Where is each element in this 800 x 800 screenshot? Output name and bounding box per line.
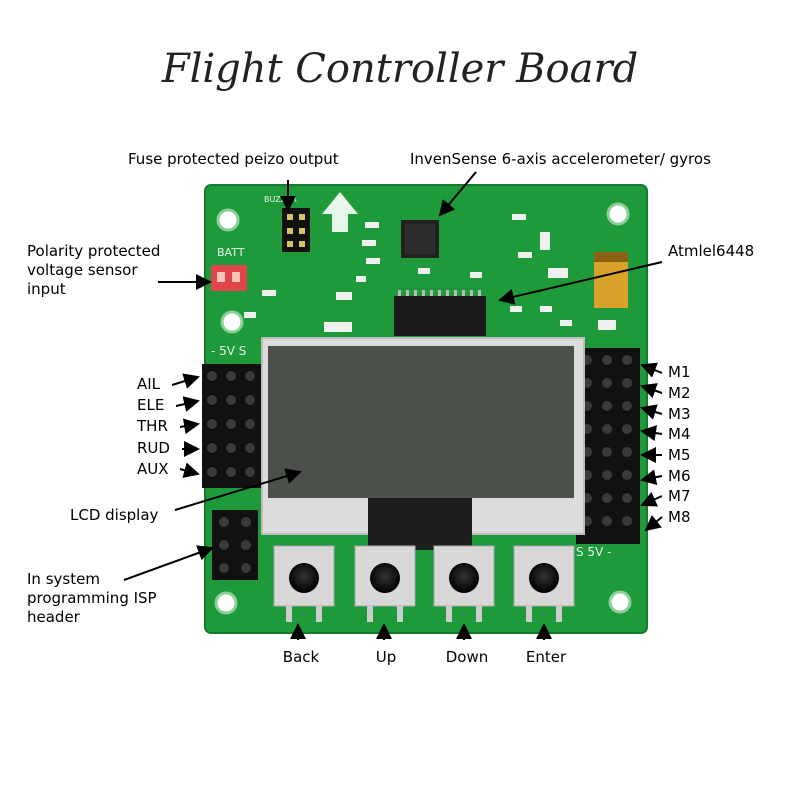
isp-header	[212, 510, 258, 580]
rail-right-silk: S 5V -	[576, 545, 611, 559]
polarity-label: Polarity protected voltage sensor input	[27, 242, 160, 299]
callout-arrows	[123, 171, 663, 640]
imu-arrow	[438, 171, 477, 217]
m4-arrow	[640, 425, 663, 441]
motor-label-m6: M6	[668, 467, 691, 485]
motor-label-m3: M3	[668, 405, 691, 423]
batt-silk: BATT	[217, 246, 245, 259]
button-label-back: Back	[282, 648, 320, 666]
m7-arrow	[640, 491, 663, 507]
isp-line-2: programming ISP	[27, 589, 157, 607]
button-label-enter: Enter	[525, 648, 567, 666]
polarity-line-3: input	[27, 280, 66, 298]
button-label-up: Up	[375, 648, 397, 666]
input-label-rud: RUD	[137, 439, 170, 457]
m2-arrow	[640, 383, 663, 399]
mcu-chip	[394, 290, 486, 336]
ele-arrow	[175, 396, 200, 412]
diagram-title: Flight Controller Board	[161, 46, 639, 92]
m1-arrow	[640, 362, 663, 378]
isp-line-3: header	[27, 608, 80, 626]
front-arrow-icon	[322, 192, 358, 232]
motor-label-m2: M2	[668, 384, 691, 402]
buzzer-header	[282, 208, 310, 252]
polarity-line-2: voltage sensor	[27, 261, 138, 279]
mcu-label: Atmlel6448	[668, 242, 755, 260]
motor-label-m8: M8	[668, 508, 691, 526]
button-label-down: Down	[445, 648, 489, 666]
isp-line-1: In system	[27, 570, 100, 588]
isp-label: In system programming ISP header	[27, 570, 157, 627]
m3-arrow	[640, 404, 663, 420]
aux-arrow	[179, 462, 200, 478]
push-buttons	[273, 545, 575, 622]
lcd-arrow	[174, 468, 302, 511]
input-label-aux: AUX	[137, 460, 169, 478]
motor-label-m7: M7	[668, 487, 691, 505]
lcd-label: LCD display	[70, 506, 159, 524]
polarity-line-1: Polarity protected	[27, 242, 161, 260]
fuse-label: Fuse protected peizo output	[128, 150, 339, 168]
motor-label-m4: M4	[668, 425, 691, 443]
motor-pin-header	[576, 348, 640, 544]
smd-components	[244, 214, 616, 332]
rail-left-silk: - 5V S	[211, 344, 246, 358]
input-label-thr: THR	[137, 417, 168, 435]
thr-arrow	[179, 418, 200, 435]
motor-label-m5: M5	[668, 446, 691, 464]
lcd-display	[261, 337, 585, 550]
imu-label: InvenSense 6-axis accelerometer/ gyros	[410, 150, 711, 168]
m6-arrow	[640, 469, 663, 486]
motor-label-m1: M1	[668, 363, 691, 381]
battery-connector	[211, 265, 247, 291]
mcu-arrow	[498, 261, 663, 305]
mounting-holes	[214, 202, 632, 615]
input-label-ele: ELE	[137, 396, 165, 414]
isp-arrow	[123, 545, 214, 581]
input-pin-header	[202, 364, 264, 488]
m8-arrow	[644, 514, 663, 532]
ail-arrow	[171, 373, 200, 389]
input-label-ail: AIL	[137, 375, 161, 393]
imu-chip	[401, 220, 439, 258]
buzzer-silk: BUZZER	[264, 195, 297, 204]
tantalum-capacitor	[594, 252, 628, 308]
